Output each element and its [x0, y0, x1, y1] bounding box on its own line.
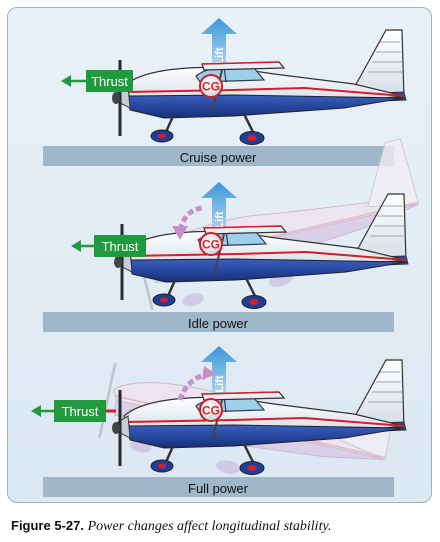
- thrust-label-full: Thrust: [62, 404, 99, 419]
- thrust-arrow-idle: Thrust: [71, 235, 146, 257]
- figure-caption: Figure 5-27. Power changes affect longit…: [11, 518, 331, 535]
- thrust-arrow-cruise: Thrust: [61, 70, 133, 92]
- cg-label-cruise: CG: [202, 80, 220, 94]
- lift-label-idle: Lift: [214, 211, 226, 228]
- figure-panel: Lift Thrust CG Cruise power Lift: [7, 7, 432, 503]
- thrust-label-cruise: Thrust: [91, 74, 128, 89]
- pitch-arc-idle: [172, 205, 205, 240]
- lift-arrow-full: Lift: [201, 346, 237, 412]
- cg-symbol-cruise: CG: [199, 74, 223, 98]
- diagram-canvas: Lift Thrust CG Cruise power Lift: [31, 18, 431, 502]
- ground-bar-idle: [43, 312, 394, 332]
- lift-label-cruise: Lift: [214, 47, 226, 64]
- thrust-label-idle: Thrust: [102, 239, 139, 254]
- ground-label-full: Full power: [188, 481, 249, 496]
- lift-label-full: Lift: [214, 375, 226, 392]
- thrust-arrow-full: Thrust: [31, 400, 116, 422]
- cg-symbol-idle: CG: [199, 232, 223, 256]
- ground-bar-full: [43, 477, 394, 497]
- figure-caption-text: Power changes affect longitudinal stabil…: [87, 519, 332, 534]
- cg-label-full: CG: [202, 404, 220, 418]
- cg-label-idle: CG: [202, 238, 220, 252]
- lift-arrow-cruise: Lift: [201, 18, 237, 82]
- scene-cruise: Lift Thrust CG Cruise power: [43, 18, 408, 166]
- scene-full: Lift Thrust CG Full power: [31, 332, 408, 502]
- ground-label-cruise: Cruise power: [180, 150, 257, 165]
- lift-arrow-idle: Lift: [201, 182, 237, 248]
- ground-bar-cruise: [43, 146, 394, 166]
- figure-number: Figure 5-27.: [11, 518, 84, 533]
- cg-symbol-full: CG: [199, 398, 223, 422]
- scene-idle: Lift Thrust CG Idle power: [43, 137, 431, 332]
- ground-label-idle: Idle power: [188, 316, 249, 331]
- airplane-cruise: [110, 28, 408, 146]
- pitch-arc-full: [177, 366, 216, 401]
